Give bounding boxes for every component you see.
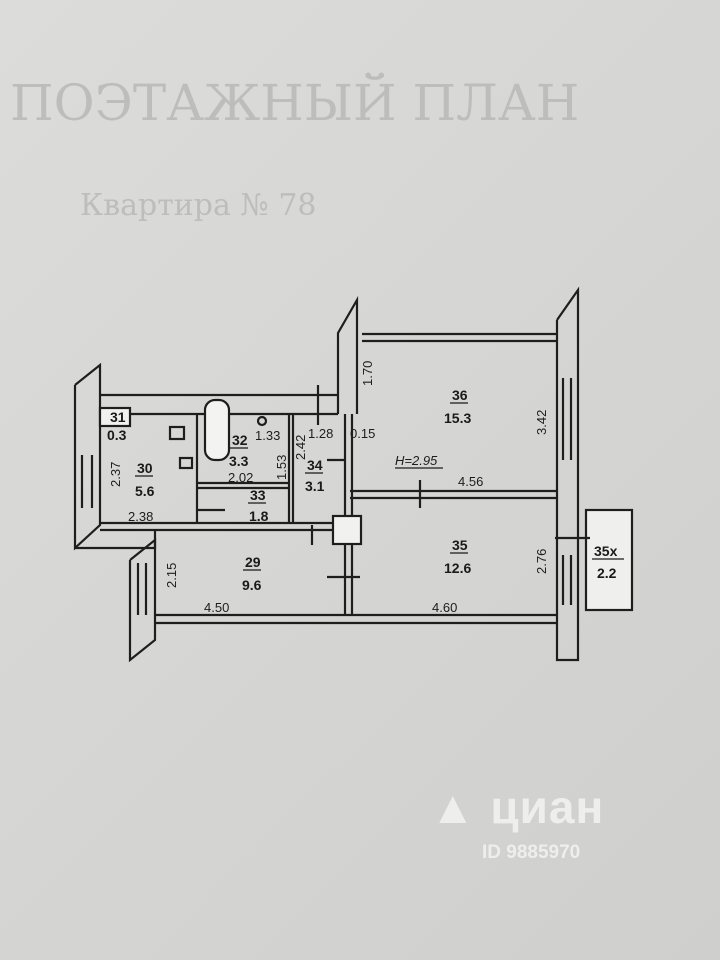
dim-2-76: 2.76 (534, 549, 549, 574)
room-30: 30 5.6 (135, 460, 155, 499)
room-number: 35 (452, 537, 468, 553)
room-36: 36 15.3 (444, 387, 471, 426)
dim-2-38: 2.38 (128, 509, 153, 524)
room-number: 35х (594, 543, 618, 559)
room-number: 30 (137, 460, 153, 476)
dim-2-42: 2.42 (293, 435, 308, 460)
dim-1-53: 1.53 (274, 455, 289, 480)
room-32: 32 3.3 (229, 432, 249, 469)
room-35: 35 12.6 (444, 537, 471, 576)
dim-1-28: 1.28 (308, 426, 333, 441)
room-area: 12.6 (444, 560, 471, 576)
room-area: 3.1 (305, 478, 325, 494)
room-31: 31 0.3 (107, 409, 127, 443)
cian-logo: ▲ циан (430, 780, 640, 834)
background-subheading: Квартира № 78 (80, 188, 317, 223)
background-heading: ПОЭТАЖНЫЙ ПЛАН (10, 71, 579, 132)
room-number: 31 (110, 409, 126, 425)
room-33: 33 1.8 (248, 487, 269, 524)
dim-2-37: 2.37 (108, 462, 123, 487)
watermark-brand: циан (490, 781, 605, 833)
dim-1-70: 1.70 (360, 361, 375, 386)
dim-0-15: 0.15 (350, 426, 375, 441)
watermark: ▲ циан ID 9885970 (430, 780, 650, 870)
dim-2-15: 2.15 (164, 563, 179, 588)
room-number: 29 (245, 554, 261, 570)
walls (73, 286, 634, 663)
room-area: 1.8 (249, 508, 269, 524)
dim-1-33: 1.33 (255, 428, 280, 443)
room-area: 2.2 (597, 565, 617, 581)
room-number: 33 (250, 487, 266, 503)
room-area: 5.6 (135, 483, 155, 499)
ceiling-height: H=2.95 (395, 453, 438, 468)
room-34: 34 3.1 (305, 457, 325, 494)
room-number: 34 (307, 457, 323, 473)
room-area: 3.3 (229, 453, 249, 469)
room-area: 15.3 (444, 410, 471, 426)
dim-4-50: 4.50 (204, 600, 229, 615)
watermark-id: ID 9885970 (482, 842, 581, 863)
room-number: 32 (232, 432, 248, 448)
room-area: 0.3 (107, 427, 127, 443)
location-pin-icon: ▲ (430, 781, 477, 833)
room-29: 29 9.6 (242, 554, 262, 593)
balcony-35x: 35х 2.2 (592, 543, 624, 581)
room-area: 9.6 (242, 577, 262, 593)
room-number: 36 (452, 387, 468, 403)
dim-2-02: 2.02 (228, 470, 253, 485)
dim-4-60: 4.60 (432, 600, 457, 615)
dim-3-42: 3.42 (534, 410, 549, 435)
dim-4-56: 4.56 (458, 474, 483, 489)
